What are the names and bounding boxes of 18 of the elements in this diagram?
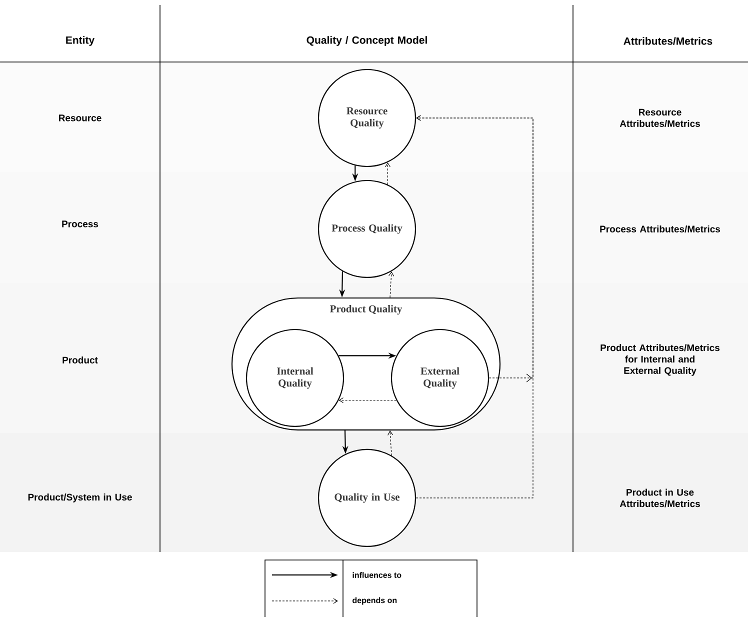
row-label: Process Attributes/Metrics — [600, 225, 720, 233]
arrow — [416, 115, 534, 498]
row-label: Product — [62, 356, 98, 364]
column-header: Quality / Concept Model — [306, 36, 427, 46]
row-label: Product/System in Use — [28, 494, 132, 502]
arrow — [388, 271, 394, 298]
row-label: Resource — [59, 114, 102, 122]
row-label: Product in Use Attributes/Metrics — [620, 488, 700, 508]
legend-text: influences to — [352, 572, 402, 578]
legend-text: depends on — [352, 597, 397, 605]
arrow — [338, 397, 397, 404]
row-label: Resource Attributes/Metrics — [620, 108, 700, 128]
column-header: Entity — [66, 36, 95, 46]
arrow — [387, 430, 394, 456]
row-label: Process — [62, 220, 98, 228]
arrow — [384, 162, 391, 185]
column-header: Attributes/Metrics — [624, 37, 712, 45]
row-label: Product Attributes/Metrics for Internal and External Quality — [600, 344, 720, 376]
